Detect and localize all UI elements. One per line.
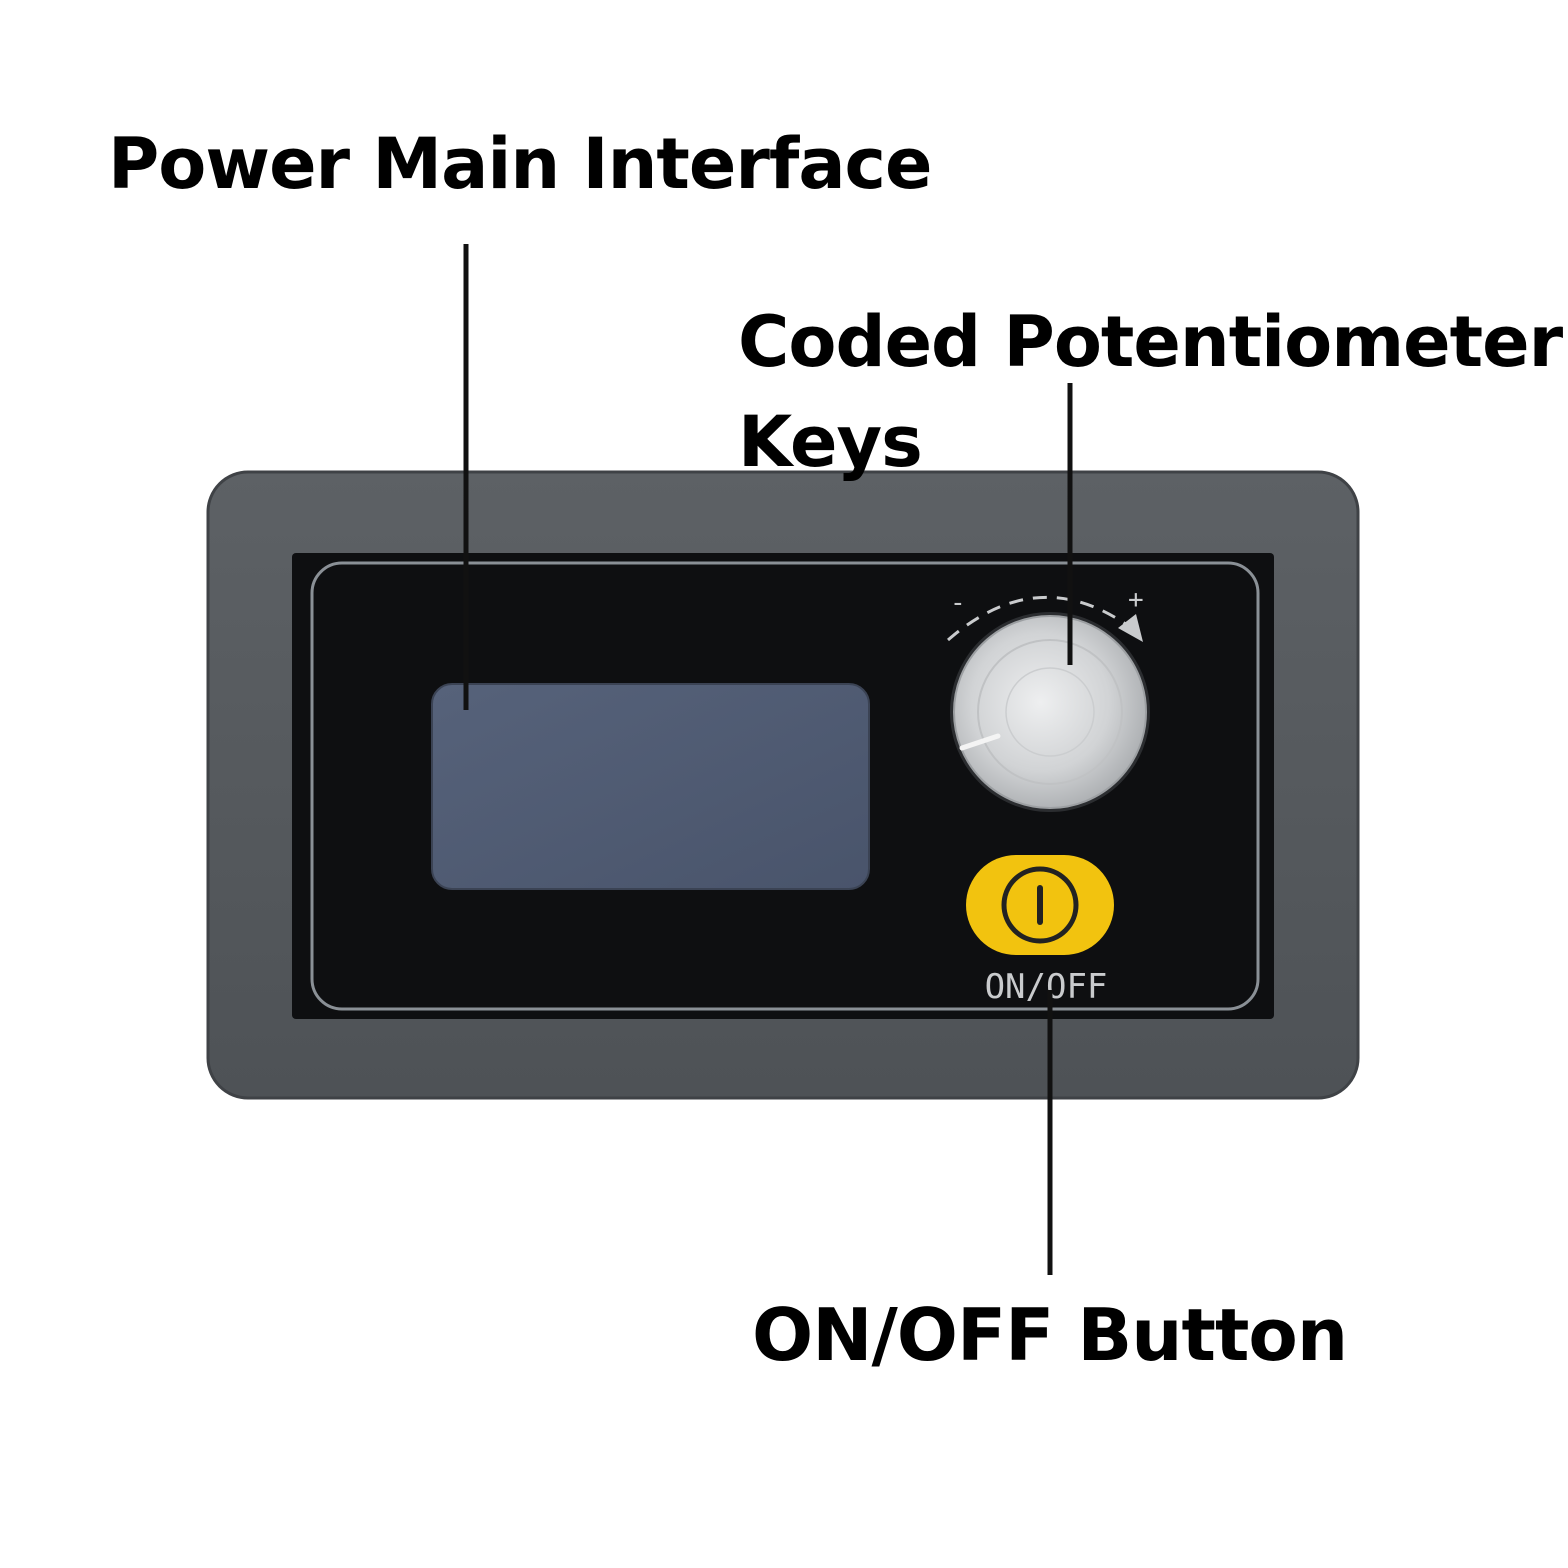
encoder-knob[interactable] (950, 612, 1150, 812)
power-main-interface-label: Power Main Interface (108, 123, 933, 205)
power-icon (1001, 866, 1079, 944)
power-button[interactable] (966, 855, 1114, 955)
coded-potentiometer-label-line2: Keys (738, 401, 923, 483)
coded-potentiometer-label: Coded Potentiometer Keys (738, 292, 1563, 492)
curved-arrow-icon (947, 595, 1135, 642)
onoff-button-label: ON/OFF Button (752, 1293, 1348, 1377)
knob-plus-label: + (1128, 585, 1144, 615)
knob-minus-label: - (950, 588, 966, 618)
arrow-head-icon (1118, 614, 1143, 642)
power-button-caption: ON/OFF (985, 967, 1108, 1007)
faceplate-border (310, 561, 1260, 1011)
coded-potentiometer-label-line1: Coded Potentiometer (738, 301, 1563, 383)
lcd-screen (431, 683, 870, 890)
